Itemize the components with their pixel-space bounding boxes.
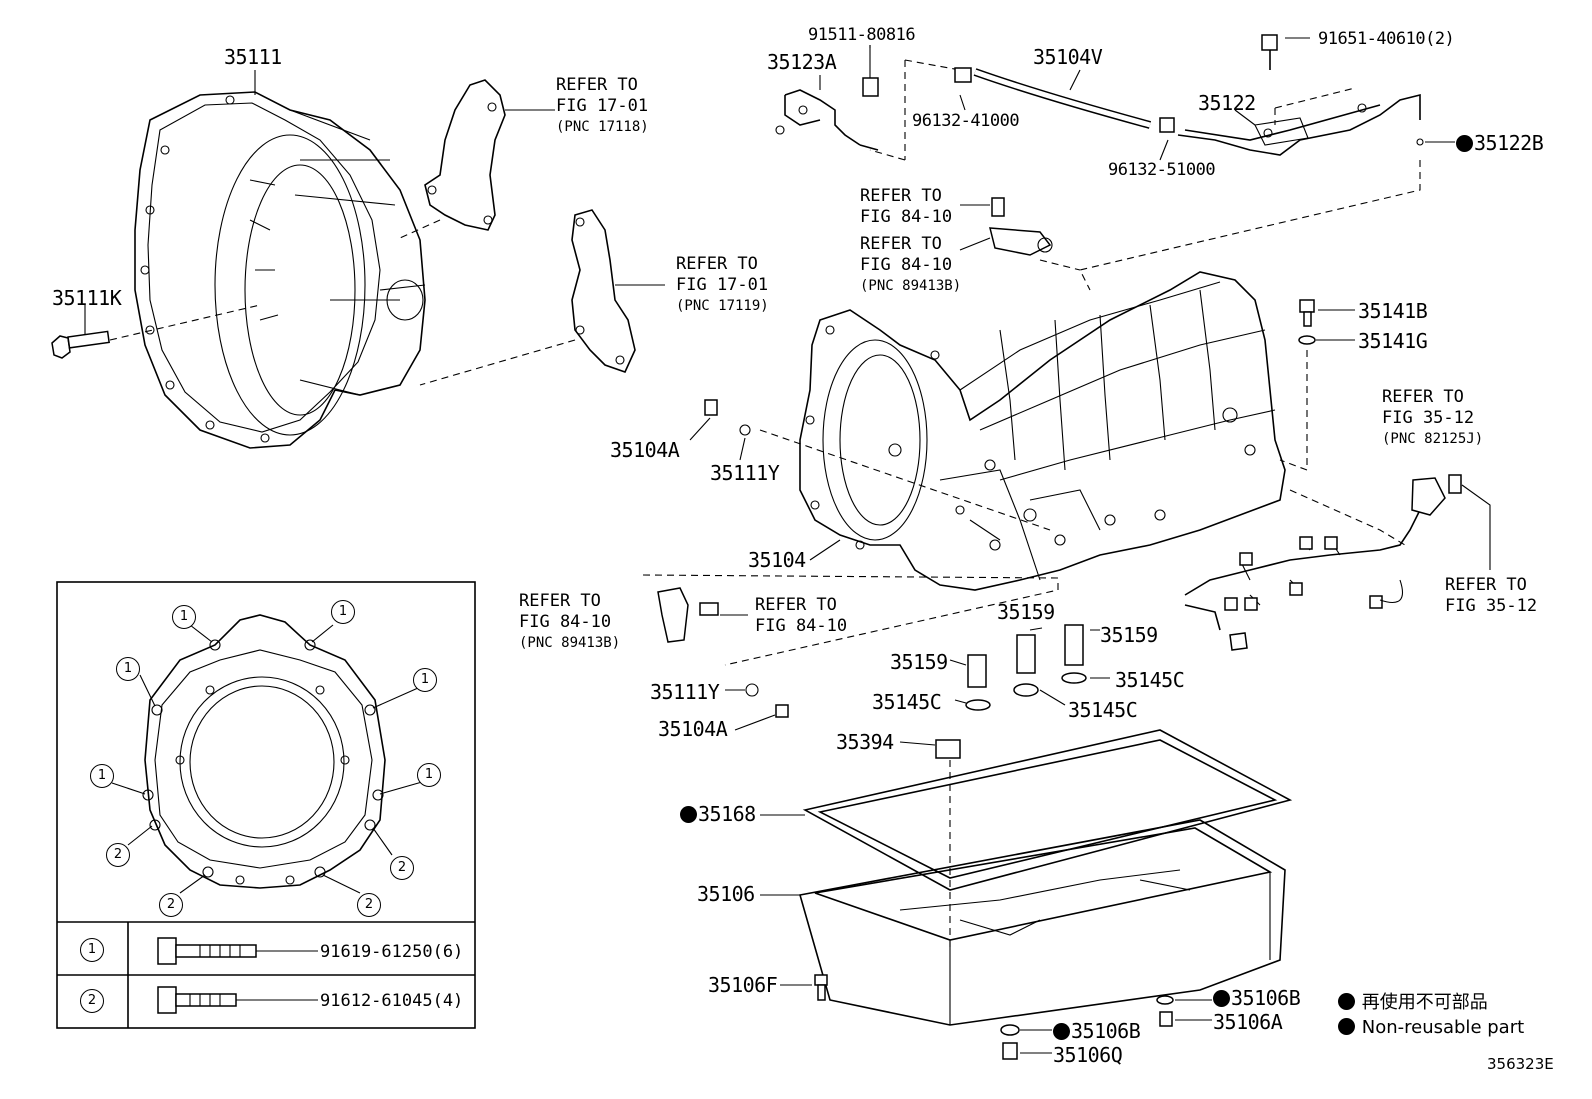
inset-marker-1: 1 <box>90 764 114 788</box>
part-label-91651-40610: 91651-40610(2) <box>1318 29 1455 49</box>
cover-plate-lower-drawing <box>419 209 665 386</box>
part-label-35145c-right: 35145C <box>1115 668 1185 692</box>
non-reusable-marker-icon <box>1456 135 1473 152</box>
inset-marker-2: 2 <box>390 856 414 880</box>
part-label-35394: 35394 <box>836 730 894 754</box>
oil-pan-gasket-drawing <box>760 729 1293 950</box>
part-label-35159-top: 35159 <box>997 600 1055 624</box>
inset-marker-1: 1 <box>116 657 140 681</box>
part-label-35168: 35168 <box>680 804 756 824</box>
part-label-96132-41000: 96132-41000 <box>912 111 1020 131</box>
part-label-35104: 35104 <box>748 548 806 572</box>
part-label-35122: 35122 <box>1198 91 1256 115</box>
table-part-91619-61250: 91619-61250(6) <box>320 942 464 962</box>
inset-marker-1: 1 <box>331 600 355 624</box>
part-label-96132-51000: 96132-51000 <box>1108 160 1216 180</box>
table-marker-2: 2 <box>80 989 104 1013</box>
plugs-and-washers-drawing <box>949 624 1110 711</box>
inset-marker-2: 2 <box>106 843 130 867</box>
part-label-35106q: 35106Q <box>1053 1043 1123 1067</box>
part-label-35106b-right: 35106B <box>1213 988 1301 1008</box>
part-label-35111: 35111 <box>224 45 282 69</box>
part-label-35104v: 35104V <box>1033 45 1103 69</box>
part-label-35104a-upper: 35104A <box>610 438 680 462</box>
non-reusable-marker-icon <box>1338 993 1355 1010</box>
legend-non-reusable-en: Non-reusable part <box>1338 1017 1524 1038</box>
non-reusable-marker-icon <box>680 806 697 823</box>
part-label-35111k: 35111K <box>52 286 122 310</box>
inset-marker-2: 2 <box>357 893 381 917</box>
bolt-35111k-drawing <box>51 304 261 359</box>
part-label-35145c-left: 35145C <box>872 690 942 714</box>
leader-lines <box>254 37 1455 561</box>
converter-housing-drawing <box>134 91 426 449</box>
part-label-91511-80816: 91511-80816 <box>808 25 916 45</box>
part-label-35159-left: 35159 <box>890 650 948 674</box>
part-label-35159-right: 35159 <box>1100 623 1158 647</box>
part-label-35141g: 35141G <box>1358 329 1428 353</box>
inset-marker-2: 2 <box>159 893 183 917</box>
inset-box <box>56 581 476 1029</box>
cover-plate-upper-drawing <box>399 79 555 239</box>
part-label-35106f: 35106F <box>708 973 778 997</box>
part-label-35104a-lower: 35104A <box>658 717 728 741</box>
inset-marker-1: 1 <box>417 763 441 787</box>
part-label-35106b-left: 35106B <box>1053 1021 1141 1041</box>
part-label-35141b: 35141B <box>1358 299 1428 323</box>
non-reusable-marker-icon <box>1053 1023 1070 1040</box>
non-reusable-marker-icon <box>1338 1018 1355 1035</box>
oil-cooler-tube-drawing <box>775 34 1424 291</box>
part-label-35106: 35106 <box>697 882 755 906</box>
part-label-35111y-lower: 35111Y <box>650 680 720 704</box>
speed-sensor-upper-drawing <box>959 197 1081 271</box>
part-label-35122b: 35122B <box>1456 133 1544 153</box>
transmission-case-drawing <box>799 271 1286 591</box>
speed-sensor-lower-drawing <box>642 399 1059 731</box>
part-label-35111y-upper: 35111Y <box>710 461 780 485</box>
legend-non-reusable-jp: 再使用不可部品 <box>1338 988 1488 1014</box>
table-marker-1: 1 <box>80 938 104 962</box>
non-reusable-marker-icon <box>1213 990 1230 1007</box>
oil-pan-drawing <box>760 819 1286 1060</box>
inset-marker-1: 1 <box>413 668 437 692</box>
table-part-91612-61045: 91612-61045(4) <box>320 991 464 1011</box>
figure-code: 356323E <box>1487 1055 1554 1073</box>
inset-marker-1: 1 <box>172 605 196 629</box>
part-label-35106a: 35106A <box>1213 1010 1283 1034</box>
wire-harness-drawing <box>1184 474 1491 651</box>
part-label-35145c-middle: 35145C <box>1068 698 1138 722</box>
part-label-35123a: 35123A <box>767 50 837 74</box>
bolt-35141b-drawing <box>1279 299 1355 471</box>
